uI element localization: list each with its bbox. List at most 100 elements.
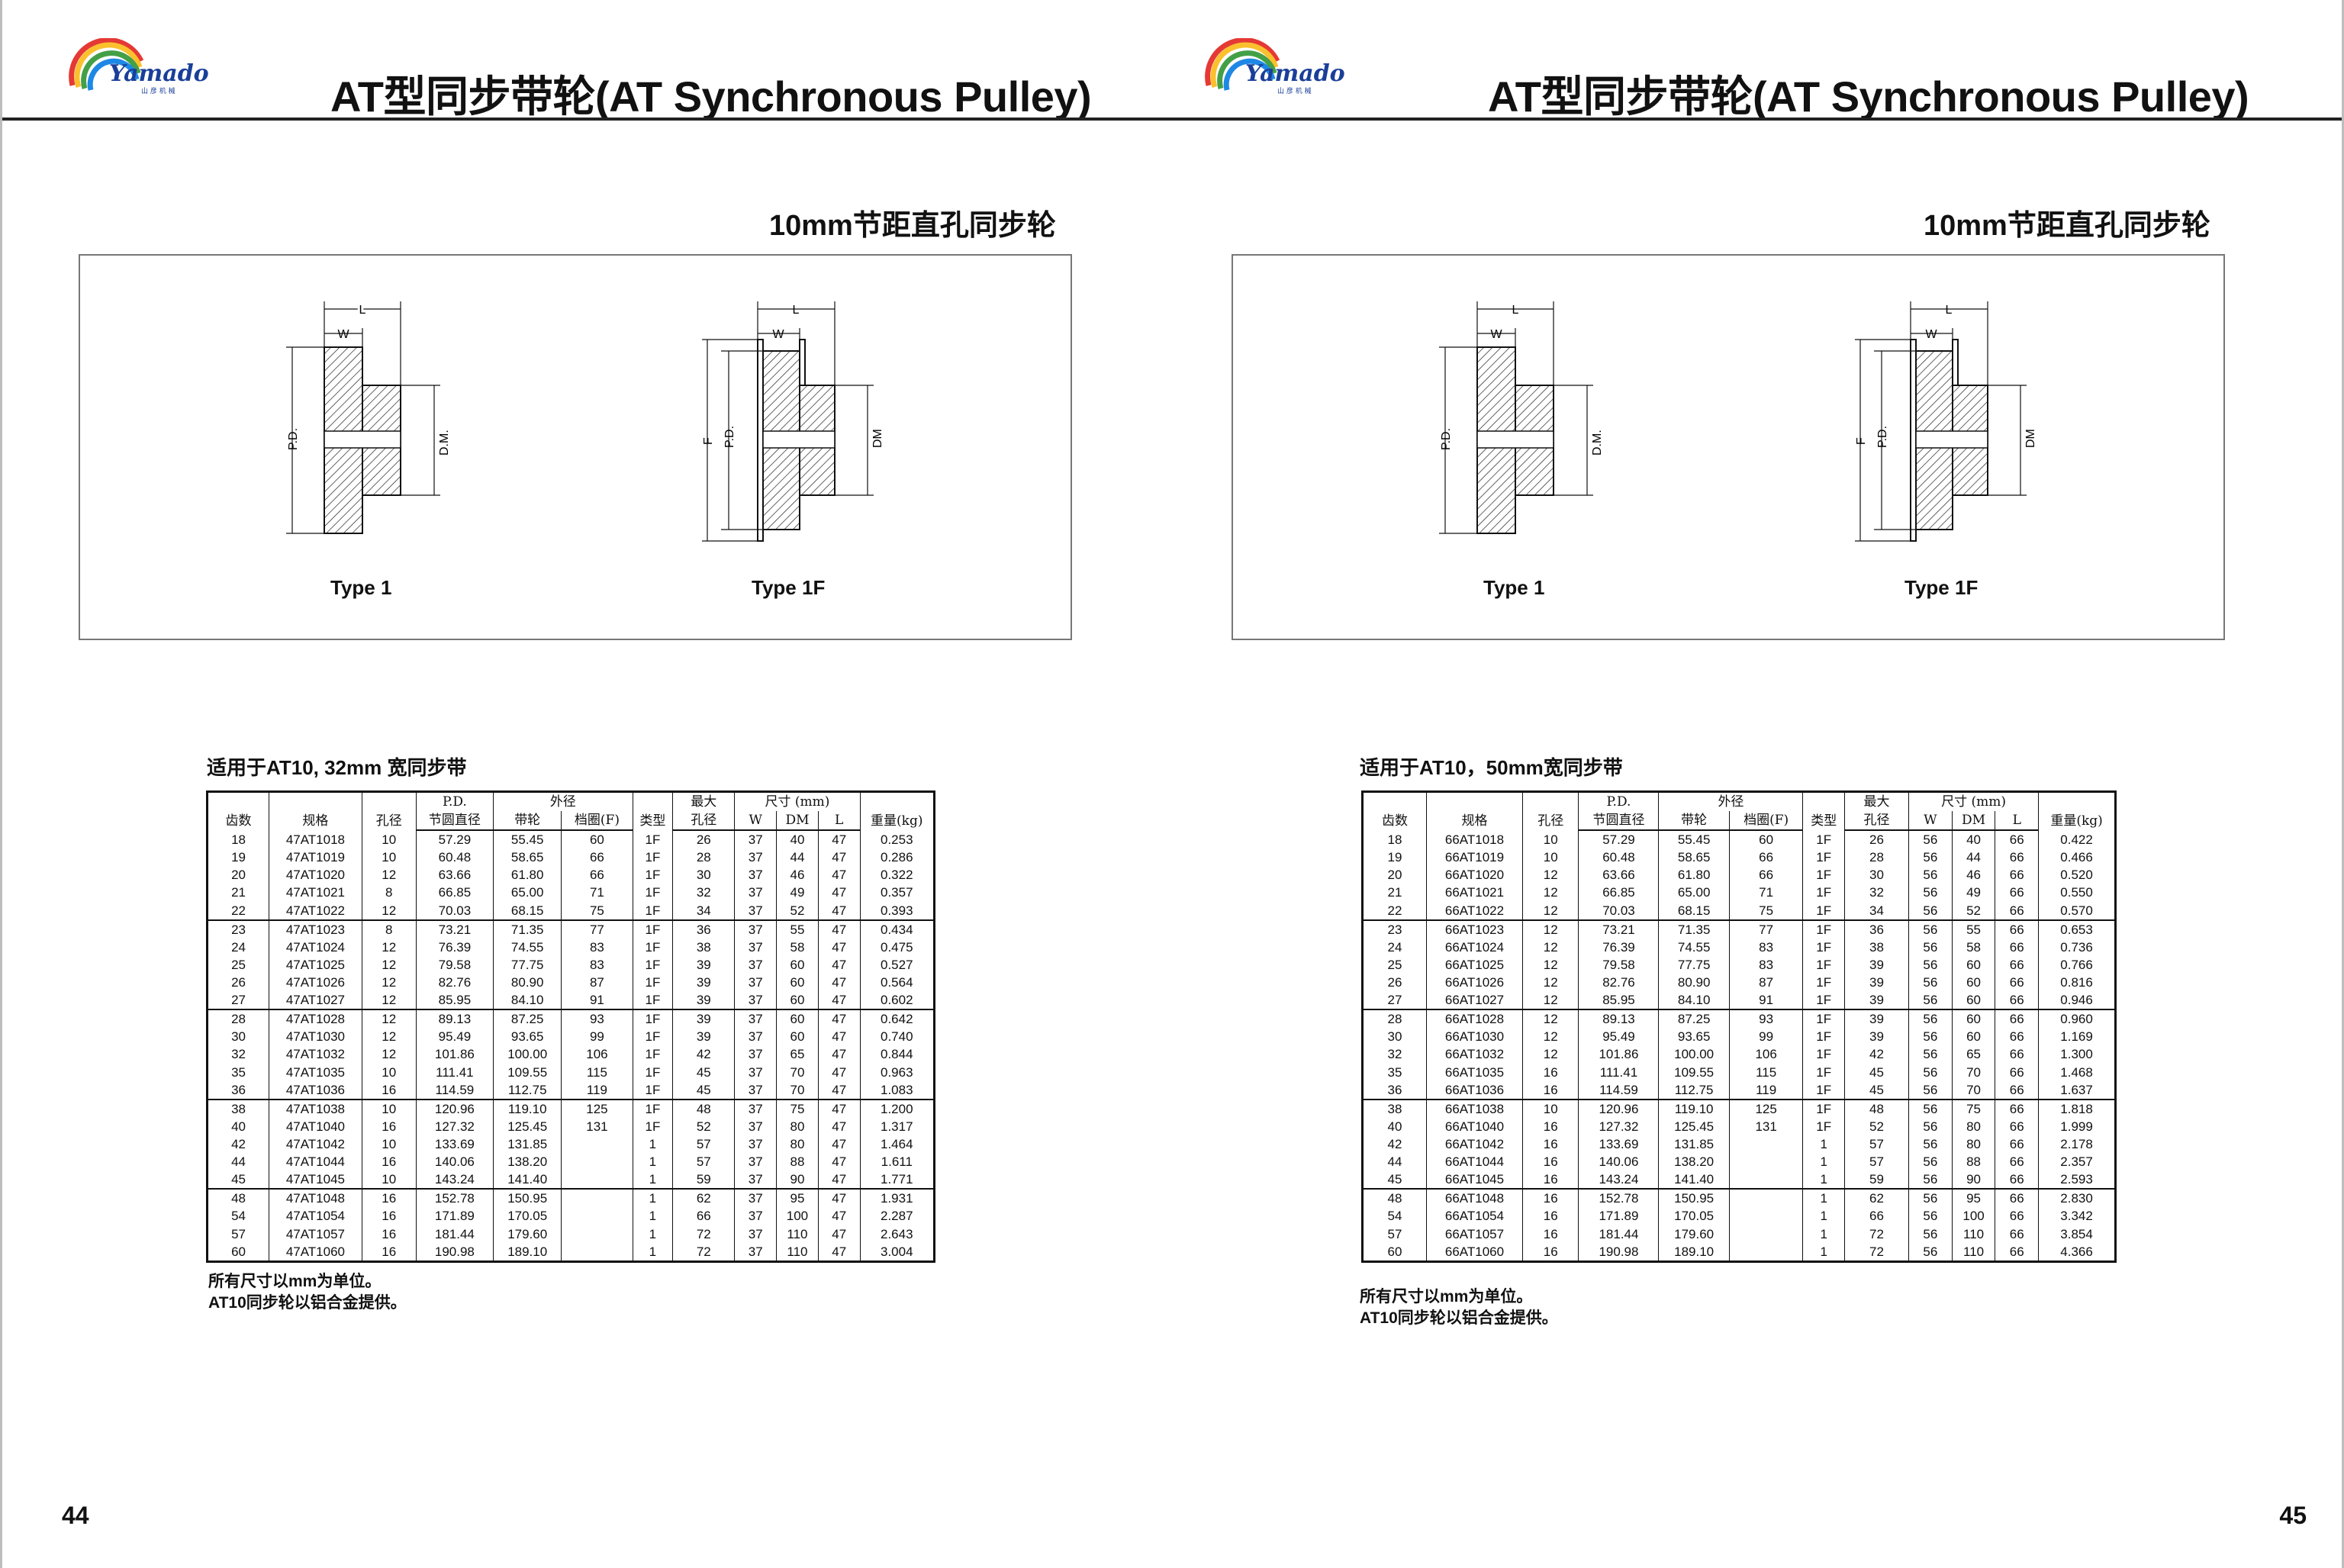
cell-pd: 127.32 [1578, 1117, 1660, 1135]
cell-teeth: 28 [206, 1009, 270, 1029]
cell-dm: 60 [776, 1009, 819, 1029]
dim-w-label: W [337, 328, 349, 341]
cell-l: 47 [817, 901, 861, 921]
cell-teeth: 36 [1362, 1080, 1427, 1100]
cell-w: 56 [1908, 955, 1953, 974]
cell-teeth: 54 [206, 1207, 270, 1225]
cell-l: 47 [817, 1009, 861, 1029]
cell-teeth: 38 [1362, 1099, 1427, 1118]
cell-od-pulley: 189.10 [493, 1242, 562, 1262]
cell-bore: 12 [361, 866, 417, 884]
cell-l: 47 [817, 1063, 861, 1081]
cell-od-pulley: 87.25 [1658, 1009, 1730, 1029]
dim-w-label: W [1925, 328, 1937, 341]
col-header-od-flange: 档圈(F) [561, 811, 633, 831]
cell-spec: 66AT1054 [1425, 1207, 1523, 1225]
cell-od-flange: 77 [561, 919, 633, 939]
cell-maxbore: 48 [1844, 1099, 1909, 1118]
cell-teeth: 24 [1362, 938, 1427, 956]
cell-od-pulley: 71.35 [1658, 919, 1730, 939]
col-header-w: W [734, 811, 778, 831]
cell-spec: 66AT1018 [1425, 830, 1523, 848]
cell-pd: 127.32 [415, 1117, 494, 1135]
brand-tagline: 山 彦 机 械 [141, 86, 175, 95]
cell-maxbore: 38 [1844, 938, 1909, 956]
cell-od-pulley: 71.35 [493, 919, 562, 939]
cell-spec: 47AT1040 [269, 1117, 362, 1135]
cell-w: 37 [734, 884, 778, 902]
cell-maxbore: 42 [672, 1045, 736, 1064]
cell-weight: 1.931 [859, 1189, 935, 1208]
cell-maxbore: 72 [1844, 1225, 1909, 1243]
cell-od-flange [1728, 1242, 1804, 1262]
cell-type: 1F [1802, 1080, 1846, 1100]
cell-type: 1 [632, 1189, 674, 1208]
cell-spec: 66AT1038 [1425, 1099, 1523, 1118]
cell-type: 1F [632, 919, 674, 939]
cell-teeth: 30 [206, 1028, 270, 1046]
dim-dm-label: D.M. [438, 430, 451, 456]
cell-dm: 90 [776, 1170, 819, 1190]
cell-od-flange: 66 [1728, 866, 1804, 884]
cell-spec: 47AT1045 [269, 1170, 362, 1190]
cell-teeth: 35 [206, 1063, 270, 1081]
cell-od-pulley: 74.55 [493, 938, 562, 956]
cell-weight: 1.999 [2038, 1117, 2116, 1135]
cell-w: 37 [734, 1135, 778, 1154]
cell-dm: 55 [1951, 919, 1996, 939]
cell-bore: 8 [361, 919, 417, 939]
cell-weight: 2.178 [2038, 1135, 2116, 1154]
cell-weight: 2.830 [2038, 1189, 2116, 1208]
cell-teeth: 32 [206, 1045, 270, 1064]
cell-pd: 152.78 [415, 1189, 494, 1208]
cell-dm: 49 [1951, 884, 1996, 902]
cell-w: 56 [1908, 973, 1953, 992]
cell-type: 1F [632, 1045, 674, 1064]
cell-od-pulley: 150.95 [1658, 1189, 1730, 1208]
cell-spec: 47AT1057 [269, 1225, 362, 1243]
cell-dm: 60 [776, 1028, 819, 1046]
cell-teeth: 36 [206, 1080, 270, 1100]
cell-od-flange: 99 [561, 1028, 633, 1046]
cell-spec: 47AT1020 [269, 866, 362, 884]
cell-maxbore: 39 [1844, 1009, 1909, 1029]
cell-w: 56 [1908, 1189, 1953, 1208]
cell-teeth: 44 [1362, 1153, 1427, 1171]
cell-teeth: 40 [206, 1117, 270, 1135]
cell-od-flange [561, 1135, 633, 1154]
cell-spec: 47AT1038 [269, 1099, 362, 1118]
cell-pd: 181.44 [415, 1225, 494, 1243]
cell-w: 56 [1908, 1135, 1953, 1154]
cell-spec: 47AT1021 [269, 884, 362, 902]
cell-dm: 90 [1951, 1170, 1996, 1190]
rainbow-logo-icon: Yamado 山 彦 机 械 [1205, 37, 1345, 95]
cell-dm: 60 [1951, 955, 1996, 974]
cell-weight: 3.342 [2038, 1207, 2116, 1225]
cell-maxbore: 57 [1844, 1135, 1909, 1154]
cell-dm: 70 [776, 1080, 819, 1100]
cell-dm: 80 [1951, 1135, 1996, 1154]
cell-spec: 47AT1023 [269, 919, 362, 939]
cell-od-pulley: 179.60 [493, 1225, 562, 1243]
col-header-spec: 规格 [269, 791, 362, 830]
cell-type: 1F [632, 973, 674, 992]
cell-od-pulley: 131.85 [493, 1135, 562, 1154]
cell-od-pulley: 68.15 [493, 901, 562, 921]
cell-teeth: 32 [1362, 1045, 1427, 1064]
cell-bore: 10 [1521, 848, 1579, 867]
cell-l: 66 [1995, 830, 2040, 848]
cell-bore: 16 [1521, 1170, 1579, 1190]
cell-weight: 0.642 [859, 1009, 935, 1029]
col-header-bore: 孔径 [361, 791, 417, 830]
cell-bore: 12 [1521, 919, 1579, 939]
section-subtitle: 10mm节距直孔同步轮 [1924, 210, 2210, 242]
cell-w: 56 [1908, 1153, 1953, 1171]
cell-od-flange: 60 [1728, 830, 1804, 848]
cell-l: 66 [1995, 1135, 2040, 1154]
